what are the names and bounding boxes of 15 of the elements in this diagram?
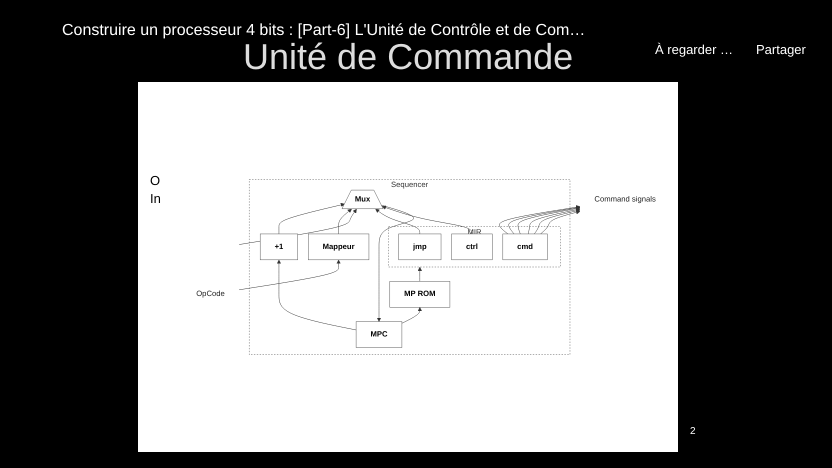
node-box (390, 281, 450, 308)
node-box (356, 321, 402, 348)
node-box (260, 234, 298, 260)
partial-text: O (150, 172, 161, 190)
node-box (308, 234, 370, 260)
page-number: 2 (690, 426, 696, 437)
video-title: Construire un processeur 4 bits : [Part-6] L'Unité de Contrôle et de Com… (62, 22, 586, 40)
cluster (248, 179, 570, 355)
node-box (451, 234, 492, 260)
cluster (388, 226, 561, 268)
partial-text: In (150, 190, 161, 208)
watch-later-label: À regarder … (655, 42, 734, 57)
node-box (502, 234, 548, 260)
share-label: Partager (756, 42, 806, 57)
node-box (398, 234, 442, 260)
